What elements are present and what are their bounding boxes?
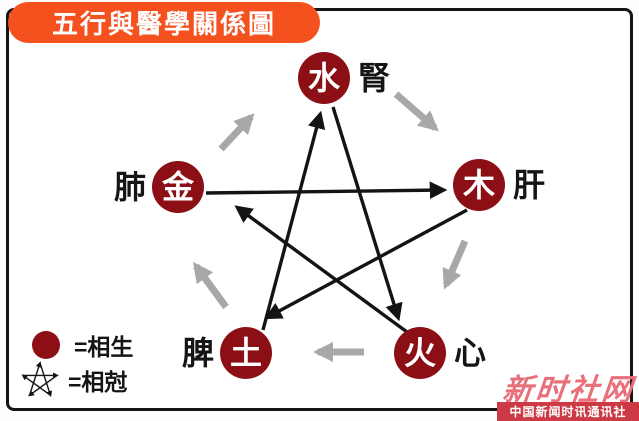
node-metal: 肺 金	[114, 161, 205, 213]
watermark-subtitle-bar: 中国新闻时讯通讯社	[497, 402, 639, 421]
node-fire: 火 心	[394, 327, 486, 379]
fire-organ-label: 心	[454, 335, 487, 371]
fire-element-circle: 火	[394, 327, 446, 379]
legend-generation-label: =相生	[74, 334, 134, 360]
node-water: 水 腎	[298, 52, 390, 104]
water-element-char: 水	[307, 60, 340, 96]
node-earth: 脾 土	[182, 327, 273, 379]
node-wood: 木 肝	[453, 159, 545, 211]
water-element-circle: 水	[298, 52, 350, 104]
legend-generation: =相生	[32, 328, 133, 362]
metal-organ-label: 肺	[114, 169, 147, 205]
metal-element-char: 金	[162, 169, 195, 205]
earth-element-char: 土	[230, 335, 263, 371]
wood-organ-label: 肝	[513, 167, 546, 203]
title-banner: 五行與醫學關係圖	[8, 2, 320, 43]
earth-organ-label: 脾	[182, 335, 215, 371]
page-title: 五行與醫學關係圖	[51, 9, 276, 39]
filled-circle-icon	[32, 331, 60, 359]
wood-element-char: 木	[462, 167, 495, 203]
wood-element-circle: 木	[453, 159, 505, 211]
metal-element-circle: 金	[152, 161, 205, 213]
water-organ-label: 腎	[358, 60, 391, 96]
legend-overcoming: =相尅	[20, 360, 127, 400]
earth-element-circle: 土	[220, 327, 273, 379]
legend-overcoming-label: =相尅	[68, 369, 128, 395]
arrow-star-icon	[21, 361, 59, 398]
fire-element-char: 火	[403, 335, 436, 371]
watermark-subtitle: 中国新闻时讯通讯社	[509, 405, 627, 419]
